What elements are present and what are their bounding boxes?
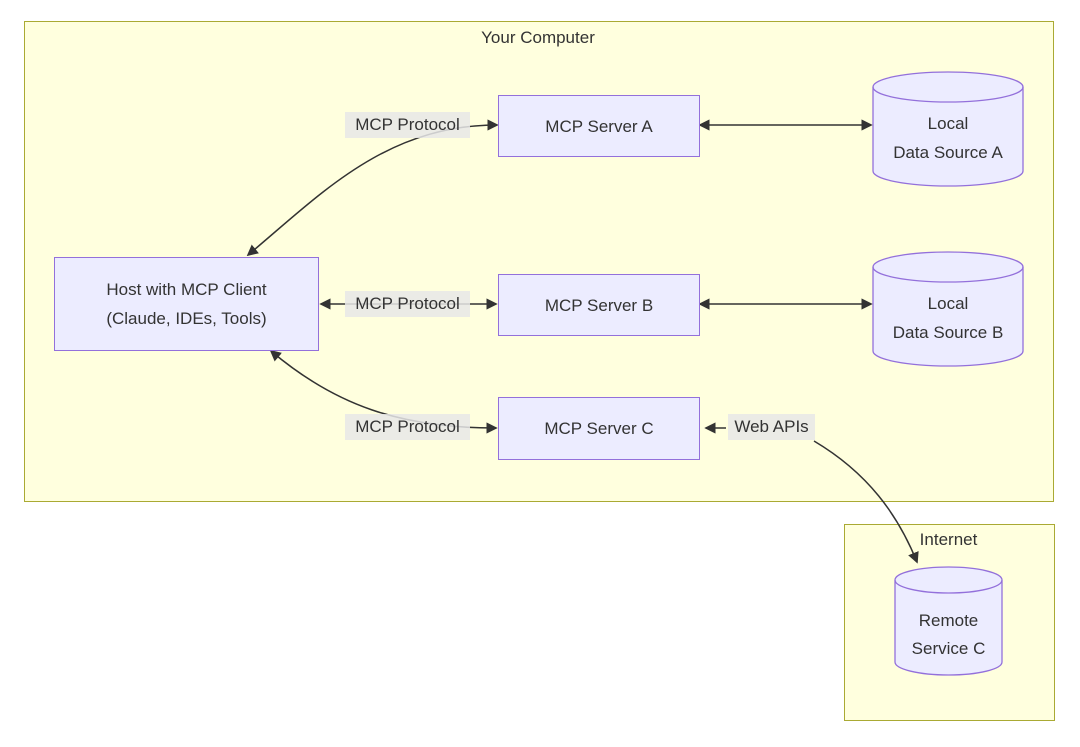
node-local-data-source-a-label: Local Data Source A — [873, 109, 1023, 167]
label-line2: Data Source A — [893, 143, 1003, 162]
node-remote-service-c-label: Remote Service C — [895, 607, 1002, 663]
node-local-data-source-b-label: Local Data Source B — [873, 289, 1023, 347]
label-line1: Local — [927, 114, 969, 133]
label-line2: Data Source B — [892, 323, 1004, 342]
label-line2: Service C — [911, 639, 986, 658]
subgraph-your-computer-title: Your Computer — [481, 28, 595, 47]
node-host-label-line2: (Claude, IDEs, Tools) — [106, 309, 267, 328]
subgraph-internet-title: Internet — [919, 530, 978, 549]
edge-label-mcp-protocol-b: MCP Protocol — [345, 291, 470, 317]
node-mcp-server-a: MCP Server A — [498, 95, 700, 157]
label-line1: Local — [927, 294, 969, 313]
edge-label-mcp-protocol-c: MCP Protocol — [345, 414, 470, 440]
node-host-with-mcp-client: Host with MCP Client (Claude, IDEs, Tool… — [54, 257, 319, 351]
node-host-label-line1: Host with MCP Client — [106, 280, 267, 299]
node-mcp-server-b: MCP Server B — [498, 274, 700, 336]
node-mcp-server-c: MCP Server C — [498, 397, 700, 460]
edge-label-web-apis: Web APIs — [728, 414, 815, 440]
edge-label-mcp-protocol-a: MCP Protocol — [345, 112, 470, 138]
label-line1: Remote — [918, 611, 979, 630]
